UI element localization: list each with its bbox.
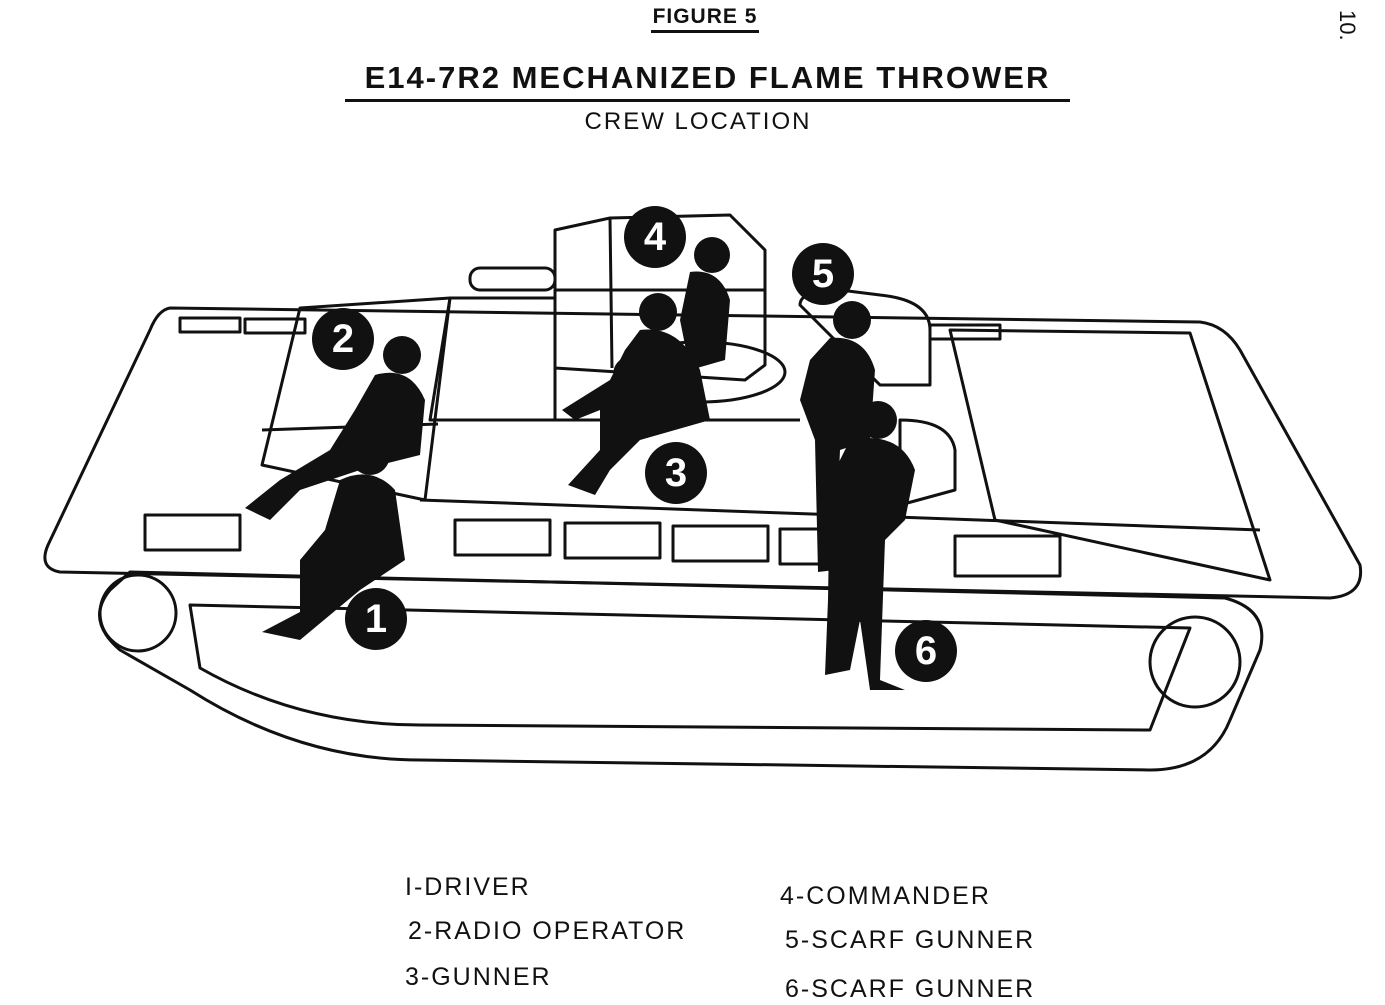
- callout-4: 4: [624, 206, 686, 268]
- crew-radio-operator: [245, 336, 425, 520]
- callout-2: 2: [312, 308, 374, 370]
- crew-scarf-gunner-6: [825, 401, 915, 690]
- legend-item-radio-operator: 2-RADIO OPERATOR: [408, 917, 687, 945]
- crew-scarf-gunner-5: [800, 301, 875, 572]
- callout-1: 1: [345, 588, 407, 650]
- hull-deck: [43, 306, 1363, 600]
- crew-gunner: [562, 293, 710, 495]
- legend-item-scarf-gunner-6: 6-SCARF GUNNER: [785, 975, 1036, 1003]
- crew-figures: [245, 237, 915, 690]
- legend-item-gunner: 3-GUNNER: [405, 963, 552, 991]
- figure-label: FIGURE 5: [0, 5, 1385, 33]
- legend-item-commander: 4-COMMANDER: [780, 882, 991, 910]
- callout-5: 5: [792, 243, 854, 305]
- idler-wheel: [98, 573, 178, 653]
- diagram-title: E14-7R2 MECHANIZED FLAME THROWER: [345, 60, 1070, 102]
- callout-3: 3: [645, 442, 707, 504]
- callout-6: 6: [895, 620, 957, 682]
- diagram-subtitle: CREW LOCATION: [584, 108, 812, 135]
- legend-item-scarf-gunner-5: 5-SCARF GUNNER: [785, 926, 1036, 954]
- legend-item-driver: I-DRIVER: [405, 873, 531, 901]
- scarf-ring-lower: [898, 418, 957, 507]
- track-inner: [188, 603, 1192, 732]
- crew-commander: [680, 237, 730, 370]
- sprocket-wheel: [1148, 615, 1242, 709]
- flame-gun: [468, 266, 557, 292]
- fender-boxes: [143, 316, 1062, 578]
- hull-rear-panel: [948, 328, 1272, 582]
- track: [98, 570, 1264, 772]
